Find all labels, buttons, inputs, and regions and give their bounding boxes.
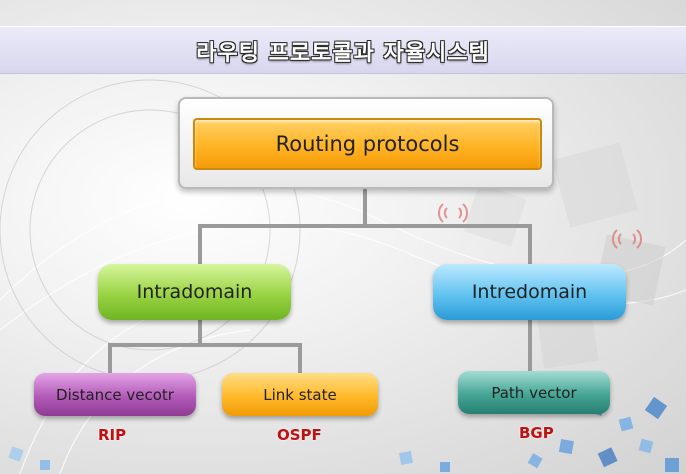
root-node: Routing protocols [193, 118, 542, 170]
distance-vector-node: Distance vecotr [34, 373, 196, 416]
intradomain-node: Intradomain [98, 264, 291, 320]
link-state-node: Link state [222, 373, 378, 416]
title-bar: 라우팅 프로토콜과 자율시스템 [0, 26, 686, 74]
path-vector-node: Path vector [458, 371, 610, 414]
bgp-label: BGP [519, 424, 554, 442]
rip-label: RIP [98, 426, 127, 444]
ospf-label: OSPF [277, 426, 322, 444]
interdomain-node: Intredomain [433, 264, 626, 320]
page-title: 라우팅 프로토콜과 자율시스템 [196, 41, 490, 66]
